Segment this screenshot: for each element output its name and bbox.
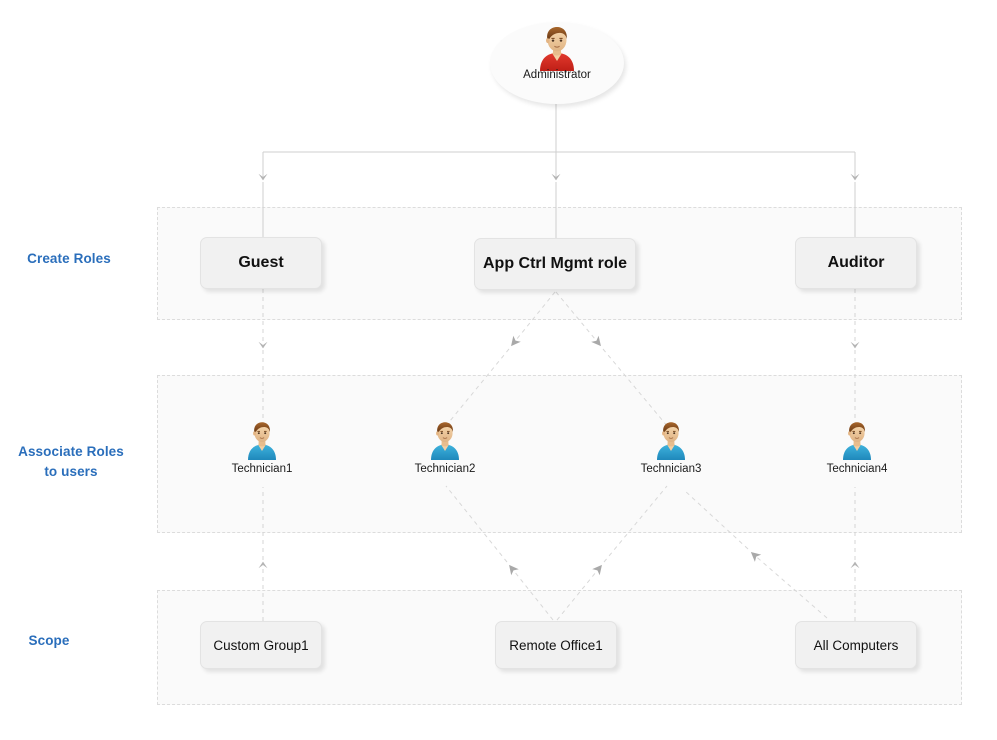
lane-label-associate-line1: Associate Roles: [18, 444, 124, 459]
technician-user-avatar-icon: [654, 420, 688, 460]
node-user-technician3[interactable]: Technician3: [616, 420, 726, 475]
node-administrator[interactable]: Administrator: [490, 22, 624, 104]
node-user-technician2[interactable]: Technician2: [390, 420, 500, 475]
node-user-technician4-label: Technician4: [826, 463, 888, 475]
node-scope-custom-group1[interactable]: Custom Group1: [200, 621, 322, 669]
node-user-technician1[interactable]: Technician1: [207, 420, 317, 475]
node-scope-all-computers[interactable]: All Computers: [795, 621, 917, 669]
technician-user-avatar-icon: [428, 420, 462, 460]
lane-label-scope: Scope: [28, 633, 70, 648]
node-role-app-ctrl-mgmt[interactable]: App Ctrl Mgmt role: [474, 238, 636, 290]
node-user-technician3-label: Technician3: [640, 463, 702, 475]
lane-label-associate-roles: Associate Roles to users: [0, 442, 146, 482]
technician-user-avatar-icon: [840, 420, 874, 460]
lane-label-associate-line2: to users: [44, 464, 98, 479]
technician-user-avatar-icon: [245, 420, 279, 460]
node-administrator-label: Administrator: [523, 69, 591, 81]
node-user-technician1-label: Technician1: [231, 463, 293, 475]
node-user-technician4[interactable]: Technician4: [802, 420, 912, 475]
lane-label-create-roles: Create Roles: [27, 251, 111, 266]
node-role-guest[interactable]: Guest: [200, 237, 322, 289]
node-user-technician2-label: Technician2: [414, 463, 476, 475]
swimlane-band-associate-roles: [157, 375, 962, 533]
node-role-auditor[interactable]: Auditor: [795, 237, 917, 289]
admin-user-avatar-icon: [535, 25, 579, 71]
node-scope-remote-office1[interactable]: Remote Office1: [495, 621, 617, 669]
